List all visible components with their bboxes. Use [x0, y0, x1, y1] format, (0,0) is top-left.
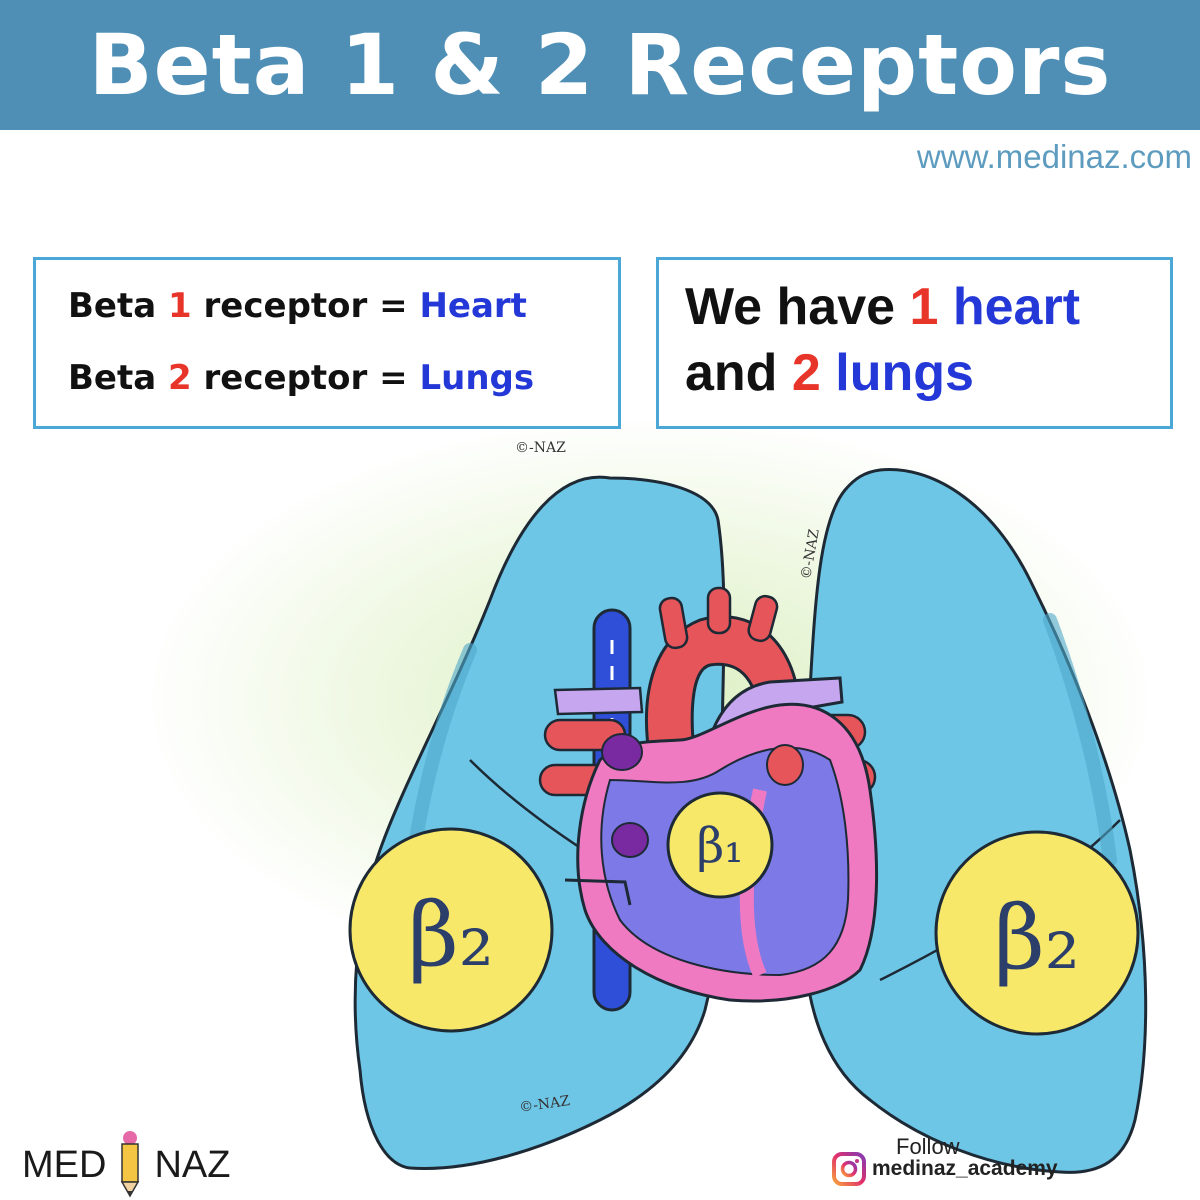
- arrow: [564, 878, 632, 906]
- instagram-handle: medinaz_academy: [872, 1157, 1058, 1180]
- beta2-mapping-line: Beta 2 receptor = Lungs: [68, 350, 618, 422]
- beta2-right-label: β₂: [994, 886, 1080, 989]
- follow-label: Follow: [896, 1134, 960, 1159]
- beta1-number: 1: [168, 286, 192, 326]
- beta1-prefix: Beta: [68, 286, 169, 326]
- aorta-branch-1: [658, 596, 689, 650]
- aorta-branch-2: [706, 586, 732, 635]
- pencil-icon: [121, 1131, 140, 1198]
- mnemonic-2-prefix: and: [685, 344, 792, 402]
- valve-3: [766, 744, 804, 786]
- valve-2: [611, 822, 649, 858]
- beta2-left-receptor: [348, 827, 554, 1033]
- mnemonic-2-organ: lungs: [820, 344, 974, 402]
- website-url[interactable]: www.medinaz.com: [916, 138, 1192, 175]
- aorta-branch-3: [747, 594, 779, 643]
- mnemonic-2-number: 2: [791, 344, 821, 402]
- watermark-bottom: ©-NAZ: [518, 1093, 571, 1116]
- beta1-label: β₁: [697, 818, 744, 874]
- beta2-left-label: β₂: [408, 883, 494, 986]
- beta2-middle: receptor =: [191, 358, 420, 398]
- left-pulmonary-branch: [553, 686, 644, 716]
- beta1-mapping-line: Beta 1 receptor = Heart: [68, 278, 618, 350]
- beta2-organ: Lungs: [419, 358, 535, 398]
- title-banner: Beta 1 & 2 Receptors: [0, 0, 1200, 130]
- beta2-prefix: Beta: [68, 358, 169, 398]
- valve-1: [601, 733, 643, 771]
- mnemonic-1-organ: heart: [938, 278, 1081, 336]
- beta1-middle: receptor =: [191, 286, 420, 326]
- watermark-top: ©-NAZ: [515, 440, 566, 456]
- beta1-organ: Heart: [419, 286, 527, 326]
- mnemonic-1-prefix: We have: [685, 278, 910, 336]
- instagram-icon: [832, 1152, 866, 1186]
- right-lung-shade: [1043, 613, 1117, 867]
- medinaz-logo: MED NAZ: [22, 1130, 230, 1200]
- receptor-mapping-box: Beta 1 receptor = Heart Beta 2 receptor …: [33, 257, 621, 429]
- mnemonic-box: We have 1 heart and 2 lungs: [656, 257, 1173, 429]
- mnemonic-1-number: 1: [909, 278, 939, 336]
- beta2-number: 2: [168, 358, 192, 398]
- beta1-receptor: [666, 791, 774, 899]
- logo-text-right: NAZ: [154, 1143, 231, 1186]
- instagram-link[interactable]: medinaz_academy: [832, 1152, 1058, 1186]
- page-title: Beta 1 & 2 Receptors: [88, 16, 1112, 114]
- beta2-right-receptor: [934, 830, 1140, 1036]
- mnemonic-line-1: We have 1 heart: [685, 274, 1170, 340]
- logo-text-left: MED: [22, 1143, 107, 1186]
- mnemonic-line-2: and 2 lungs: [685, 340, 1170, 406]
